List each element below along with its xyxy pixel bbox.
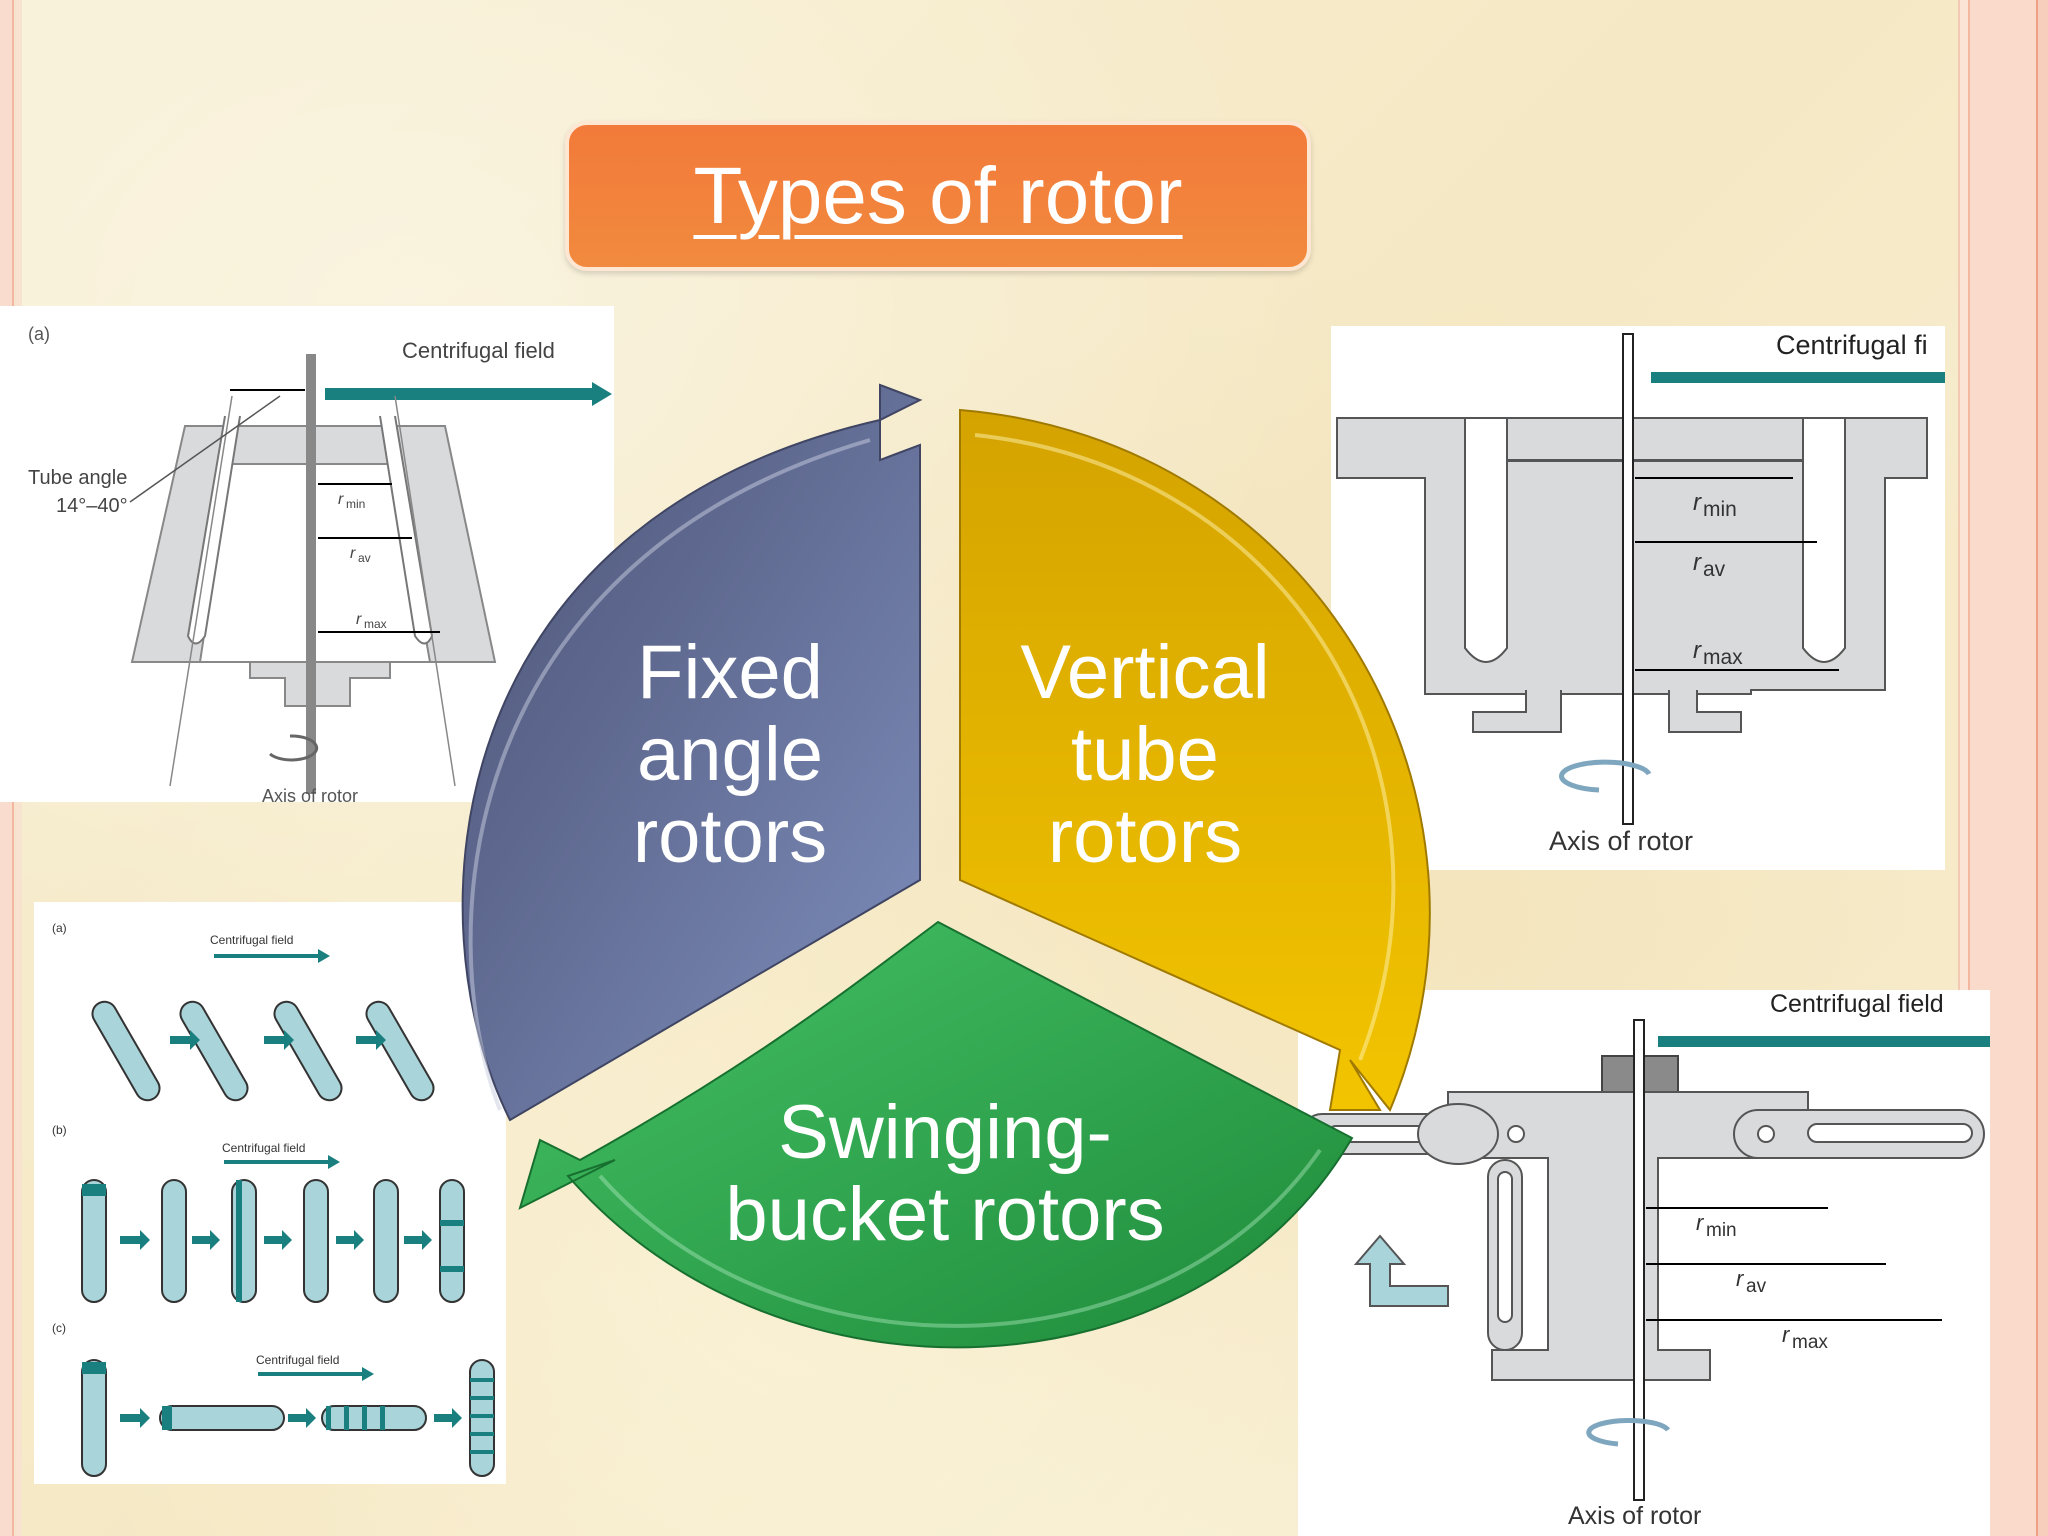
tube-angle-label: Tube angle	[28, 467, 127, 489]
panel-label-b: (b)	[52, 1123, 67, 1137]
centrifugal-field-label: Centrifugal fi	[1776, 330, 1928, 360]
centrifugal-field-bar	[1658, 1036, 1990, 1047]
swing-arrow-icon	[1353, 1234, 1449, 1307]
svg-text:r: r	[1696, 1210, 1705, 1235]
centrifugal-field-arrow	[325, 388, 595, 400]
field-label-c: Centrifugal field	[256, 1353, 339, 1367]
vertical-tube-segment	[959, 408, 1431, 1112]
horizontal-tubes-row	[81, 1359, 495, 1477]
field-label-a: Centrifugal field	[210, 933, 293, 947]
svg-text:r: r	[1693, 549, 1702, 576]
swinging-bucket-rotor-diagram: Centrifugal field r min r av r max Axis …	[1298, 990, 1990, 1536]
r-min-label: min	[1703, 498, 1737, 521]
svg-text:r: r	[1782, 1322, 1791, 1347]
svg-text:r: r	[356, 611, 362, 628]
centrifugal-field-label: Centrifugal field	[1770, 990, 1944, 1018]
svg-text:r: r	[1693, 489, 1702, 516]
fixed-angle-segment	[461, 383, 923, 1122]
page-title: Types of rotor	[693, 151, 1183, 240]
panel-label-c: (c)	[52, 1321, 66, 1335]
rotor-axis	[306, 354, 316, 794]
r-max-label: max	[1703, 646, 1743, 669]
svg-text:r: r	[1736, 1266, 1745, 1291]
tube-angle-range: 14°–40°	[56, 495, 128, 517]
svg-text:r: r	[350, 545, 356, 562]
vertical-tube-rotor-diagram: Centrifugal fi r min r av r max Axis of …	[1331, 326, 1945, 870]
axis-of-rotor-label: Axis of rotor	[1549, 826, 1693, 856]
vertical-tube-label: Vertical tube rotors	[1020, 630, 1270, 879]
svg-text:r: r	[1693, 637, 1702, 664]
tube-right	[1802, 417, 1846, 663]
r-max-label: max	[1792, 1332, 1828, 1353]
svg-text:r: r	[338, 491, 344, 508]
field-label-b: Centrifugal field	[222, 1141, 305, 1155]
r-av-label: av	[1746, 1276, 1767, 1297]
panel-label-a: (a)	[28, 324, 50, 344]
tube-left	[1464, 417, 1508, 663]
rotor-axis	[1633, 1019, 1645, 1501]
tube-sedimentation-diagram: (a) Centrifugal field (b) Centrifugal fi…	[34, 902, 506, 1484]
axis-of-rotor-label: Axis of rotor	[262, 786, 358, 802]
angled-tubes-row	[91, 1000, 435, 1102]
vertical-tubes-row	[81, 1179, 465, 1303]
swinging-bucket-label: Swinging- bucket rotors	[725, 1090, 1165, 1257]
axis-of-rotor-label: Axis of rotor	[1568, 1502, 1701, 1530]
rotation-arrow-icon	[1586, 1417, 1671, 1447]
r-av-label: av	[358, 551, 371, 565]
panel-label-a: (a)	[52, 921, 67, 935]
rotation-arrow-icon	[1559, 759, 1652, 793]
r-min-label: min	[346, 497, 365, 511]
fixed-angle-rotor-diagram: (a) Centrifugal field r min r av r max T…	[0, 306, 614, 802]
centrifugal-field-label: Centrifugal field	[402, 338, 555, 363]
rotor-axis	[1622, 333, 1634, 825]
r-max-label: max	[364, 617, 387, 631]
rotation-arrow-icon	[269, 734, 319, 762]
fixed-angle-label: Fixed angle rotors	[632, 630, 828, 879]
r-av-label: av	[1703, 558, 1726, 581]
r-min-label: min	[1706, 1220, 1737, 1241]
title-banner: Types of rotor	[565, 121, 1311, 271]
swinging-bucket-segment	[518, 920, 1354, 1349]
centrifugal-field-bar	[1651, 372, 1945, 383]
